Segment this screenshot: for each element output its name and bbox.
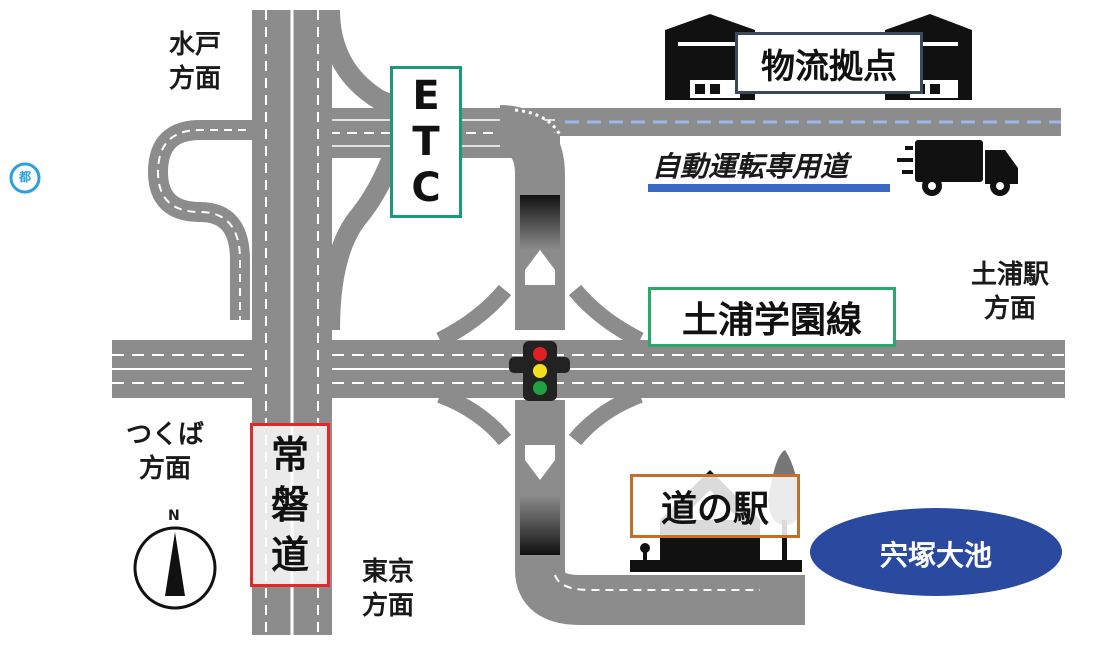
connector-road — [498, 105, 805, 625]
joban-label: 常磐道 — [250, 423, 330, 587]
compass-icon — [133, 526, 217, 610]
badge-label: 都 — [18, 170, 31, 184]
logistics-label: 物流拠点 — [735, 32, 923, 94]
traffic-light-icon — [509, 341, 570, 401]
tsuchiura-line-label: 土浦学園線 — [648, 287, 896, 347]
direction-mito: 水戸方面 — [168, 30, 221, 94]
direction-tsuchiura: 土浦駅方面 — [970, 260, 1049, 324]
direction-tokyo: 東京方面 — [361, 557, 414, 621]
pond-label: 宍塚大池 — [879, 539, 992, 572]
truck-icon — [897, 140, 1018, 196]
badge-circle — [9, 162, 41, 194]
pond-shape — [810, 508, 1062, 596]
direction-tsukuba: つくば方面 — [125, 420, 204, 484]
compass-n-label: N — [168, 508, 180, 524]
auto-road-label: 自動運転専用道 — [652, 150, 849, 183]
michi-no-eki-label: 道の駅 — [630, 474, 800, 538]
auto-road-marker — [648, 184, 890, 192]
